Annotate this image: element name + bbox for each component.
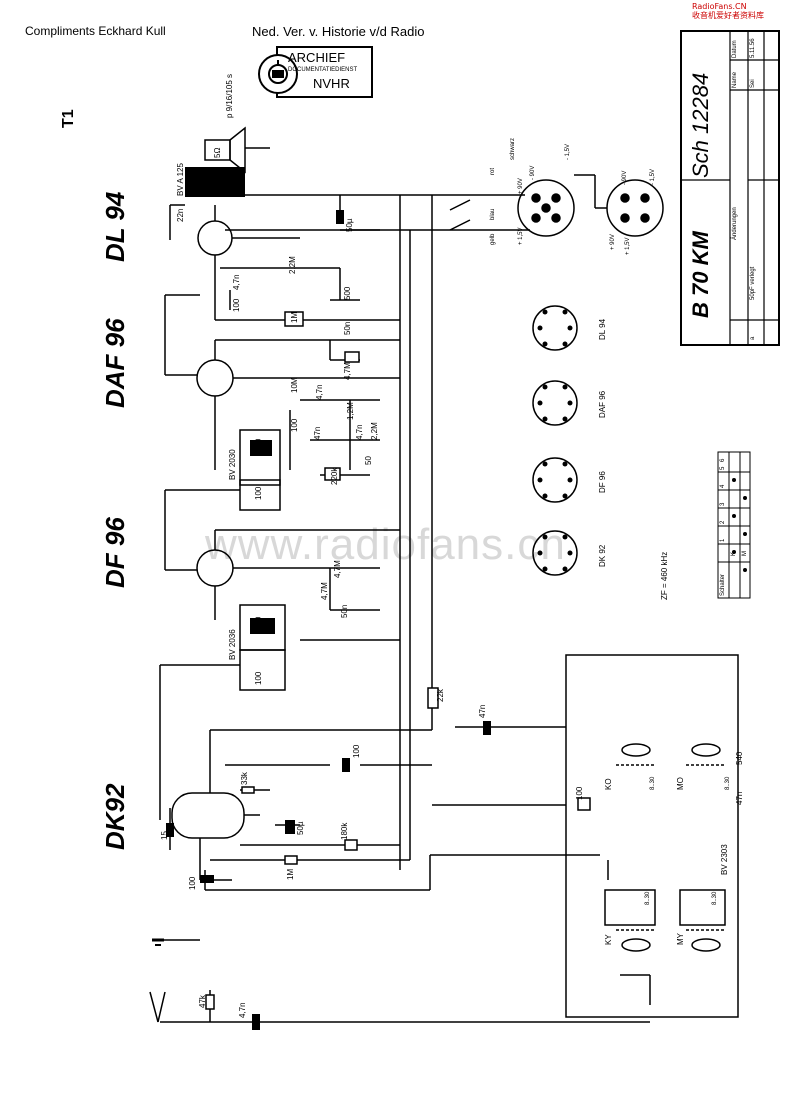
nvhr-logo-icon bbox=[258, 54, 298, 94]
col-name: Name bbox=[732, 71, 738, 88]
col-datum: Datum bbox=[732, 40, 738, 58]
model-label: B 70 KM bbox=[688, 231, 713, 318]
society-text: Ned. Ver. v. Historie v/d Radio bbox=[252, 24, 425, 39]
date-value: 5.11.56 bbox=[750, 38, 756, 58]
change-note: 50pF verlegt bbox=[750, 266, 756, 300]
center-watermark: www.radiofans.cn bbox=[205, 520, 566, 569]
compliments-text: Compliments Eckhard Kull bbox=[25, 24, 166, 38]
stamp-title: ARCHIEF bbox=[288, 50, 346, 65]
drawing-number: Sch 12284 bbox=[688, 72, 713, 178]
stamp-subtitle: DOCUMENTATIEDIENST bbox=[288, 67, 358, 73]
archive-stamp: ARCHIEF DOCUMENTATIEDIENST NVHR bbox=[258, 46, 373, 98]
aenderungen-label: Änderungen bbox=[732, 207, 738, 240]
change-index: a bbox=[750, 336, 756, 340]
switch-table bbox=[717, 451, 751, 599]
name-value: Sei bbox=[750, 79, 756, 88]
rf-box bbox=[565, 654, 739, 1018]
stamp-org: NVHR bbox=[313, 76, 350, 91]
